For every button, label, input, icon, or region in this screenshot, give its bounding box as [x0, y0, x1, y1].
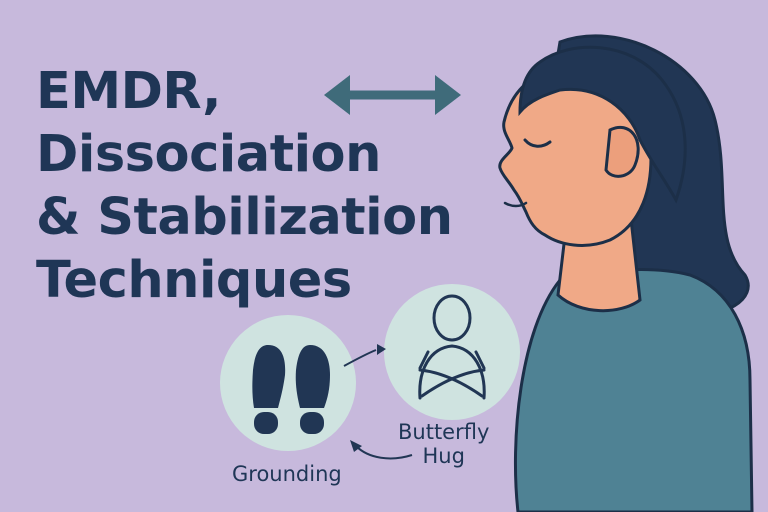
butterfly-hug-icon: [418, 294, 486, 400]
page-title: EMDR, Dissociation & Stabilization Techn…: [36, 60, 453, 312]
woman-profile-illustration: [498, 34, 754, 512]
title-line-1: EMDR,: [36, 62, 222, 121]
bidirectional-arrow-icon: [324, 75, 461, 115]
title-line-4: Techniques: [36, 251, 352, 310]
title-line-3: & Stabilization: [36, 188, 453, 247]
title-line-2: Dissociation: [36, 125, 381, 184]
butterfly-hug-label: Butterfly Hug: [398, 420, 489, 468]
grounding-circle: [220, 315, 356, 451]
footprints-icon: [252, 345, 330, 434]
butterfly-hug-label-line-2: Hug: [422, 444, 465, 468]
butterfly-hug-label-line-1: Butterfly: [398, 420, 490, 444]
curved-arrow-icon: [343, 344, 413, 460]
grounding-label: Grounding: [232, 462, 342, 486]
butterfly-hug-circle: [384, 284, 520, 420]
